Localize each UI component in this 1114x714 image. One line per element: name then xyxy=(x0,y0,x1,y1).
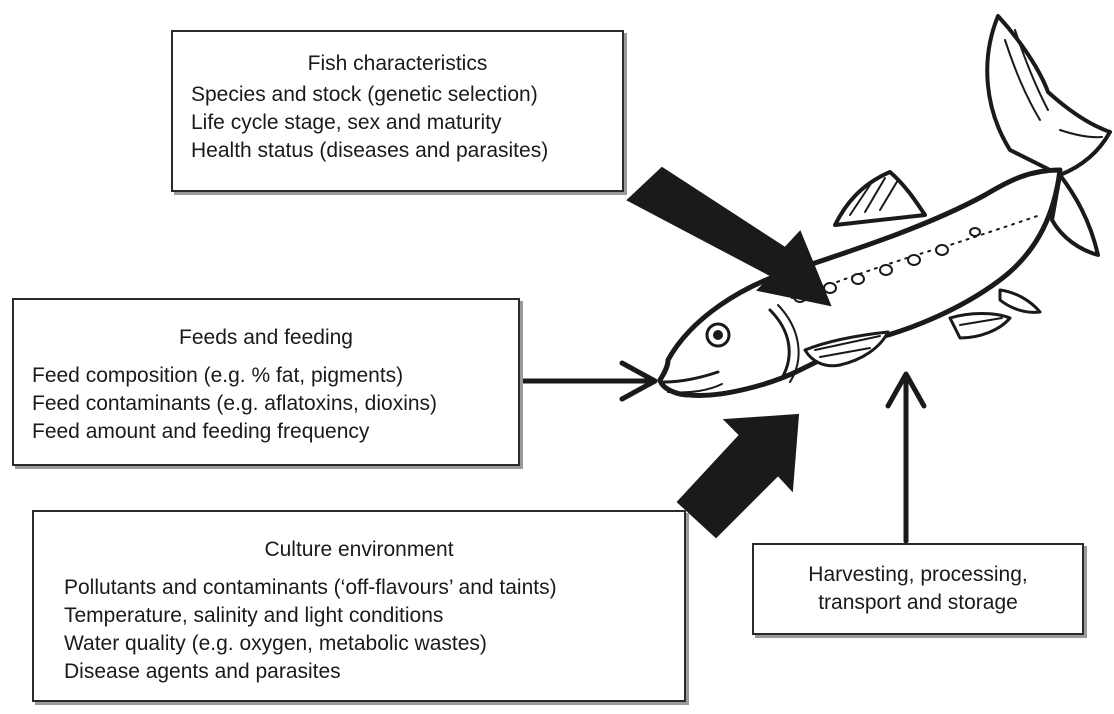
arrow-culture-environment xyxy=(678,415,798,537)
culture-environment-title: Culture environment xyxy=(34,536,684,564)
feeds-and-feeding-item: Feed amount and feeding frequency xyxy=(32,418,518,446)
feeds-and-feeding-title: Feeds and feeding xyxy=(14,324,518,352)
fish-characteristics-item: Life cycle stage, sex and maturity xyxy=(191,109,622,137)
fish-illustration xyxy=(660,16,1110,395)
arrow-fish-characteristics xyxy=(628,168,830,305)
harvesting-line: Harvesting, processing, xyxy=(754,561,1082,589)
culture-environment-item: Temperature, salinity and light conditio… xyxy=(64,602,684,630)
harvesting-line: transport and storage xyxy=(754,589,1082,617)
culture-environment-box: Culture environment Pollutants and conta… xyxy=(32,510,686,702)
feeds-and-feeding-item: Feed composition (e.g. % fat, pigments) xyxy=(32,362,518,390)
feeds-and-feeding-box: Feeds and feeding Feed composition (e.g.… xyxy=(12,298,520,466)
culture-environment-item: Disease agents and parasites xyxy=(64,658,684,686)
culture-environment-item: Water quality (e.g. oxygen, metabolic wa… xyxy=(64,630,684,658)
harvesting-box: Harvesting, processing, transport and st… xyxy=(752,543,1084,635)
anal-fin xyxy=(1000,290,1040,312)
culture-environment-item: Pollutants and contaminants (‘off-flavou… xyxy=(64,574,684,602)
dorsal-fin xyxy=(835,172,925,225)
fish-characteristics-title: Fish characteristics xyxy=(173,50,622,78)
arrow-feeds xyxy=(522,363,655,399)
feeds-and-feeding-item: Feed contaminants (e.g. aflatoxins, diox… xyxy=(32,390,518,418)
fish-characteristics-item: Species and stock (genetic selection) xyxy=(191,81,622,109)
fish-characteristics-item: Health status (diseases and parasites) xyxy=(191,137,622,165)
arrow-harvesting xyxy=(888,374,924,541)
fish-characteristics-box: Fish characteristics Species and stock (… xyxy=(171,30,624,192)
